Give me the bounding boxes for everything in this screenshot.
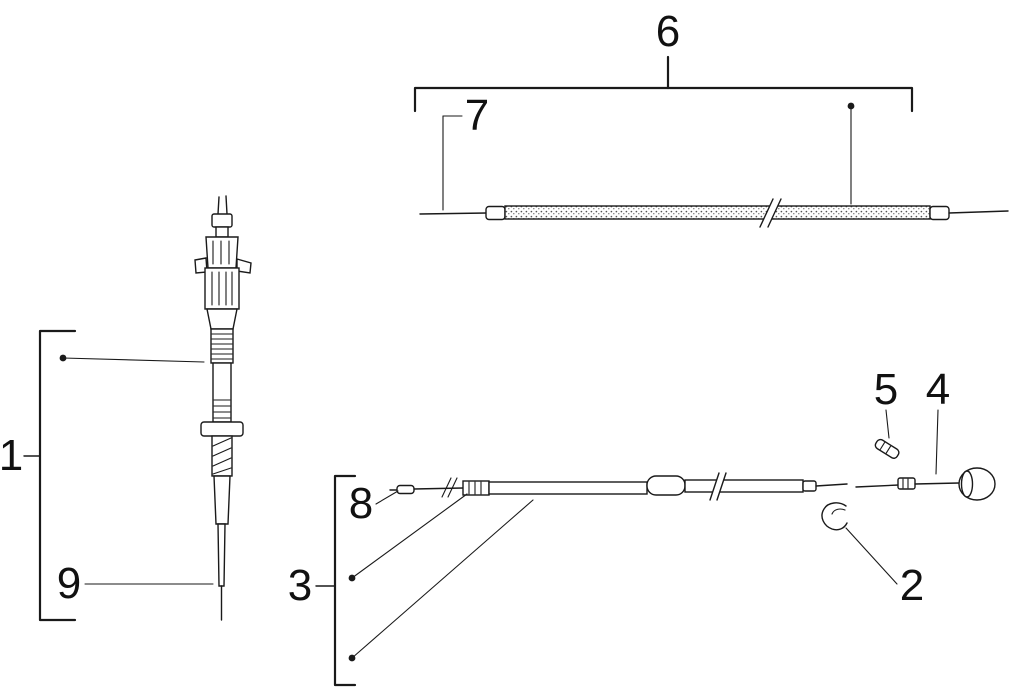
break-mark-2: [709, 472, 727, 501]
callout-8-leader: [375, 490, 399, 505]
callout-label-2: 2: [900, 561, 924, 610]
callout-label-6: 6: [656, 7, 680, 56]
callout-6-right-leader: [847, 102, 855, 205]
hook-clip-part: [821, 502, 848, 531]
cable-adjuster: [462, 480, 490, 496]
cable-end-knob-part: [855, 467, 996, 501]
callout-label-3: 3: [288, 561, 312, 610]
inner-wire-left: [419, 212, 488, 215]
cable-ferrule-right: [929, 205, 950, 221]
callout-2-leader: [845, 527, 898, 585]
diag-hatch: [212, 437, 232, 475]
callout-5-leader: [885, 409, 890, 439]
callout-6-bracket: [413, 55, 914, 113]
cable-junction: [646, 475, 686, 496]
callout-7-leader: [442, 115, 463, 211]
callout-label-9: 9: [57, 559, 81, 608]
callout-label-8: 8: [349, 479, 373, 528]
thread-hatch-upper: [211, 333, 233, 360]
thread-hatch-lower: [213, 399, 231, 419]
callout-3-bracket: [315, 474, 534, 687]
cable-sheath-left: [488, 481, 648, 495]
lower-cable-assembly: [389, 472, 848, 501]
flange: [200, 421, 244, 437]
callout-1-bracket: [23, 329, 205, 622]
inner-wire-right: [948, 210, 1009, 214]
callout-4-leader: [935, 409, 939, 475]
callout-label-7: 7: [465, 91, 489, 140]
callout-label-4: 4: [926, 365, 950, 414]
break-mark: [759, 198, 782, 228]
callout-label-1: 1: [0, 431, 23, 480]
cable-sheath-right: [684, 479, 804, 493]
drive-shaft-assembly: [194, 195, 252, 621]
cable-nipple-left: [396, 484, 415, 495]
cable-ferrule-left: [485, 205, 506, 221]
cable-cap-right: [802, 480, 817, 492]
needle-rod: [217, 523, 226, 587]
upper-cable-assembly: [419, 198, 1009, 228]
cable-sheath: [504, 205, 931, 220]
callout-label-5: 5: [874, 365, 898, 414]
right-tab: [236, 258, 252, 274]
pin-clip-part: [874, 438, 900, 459]
